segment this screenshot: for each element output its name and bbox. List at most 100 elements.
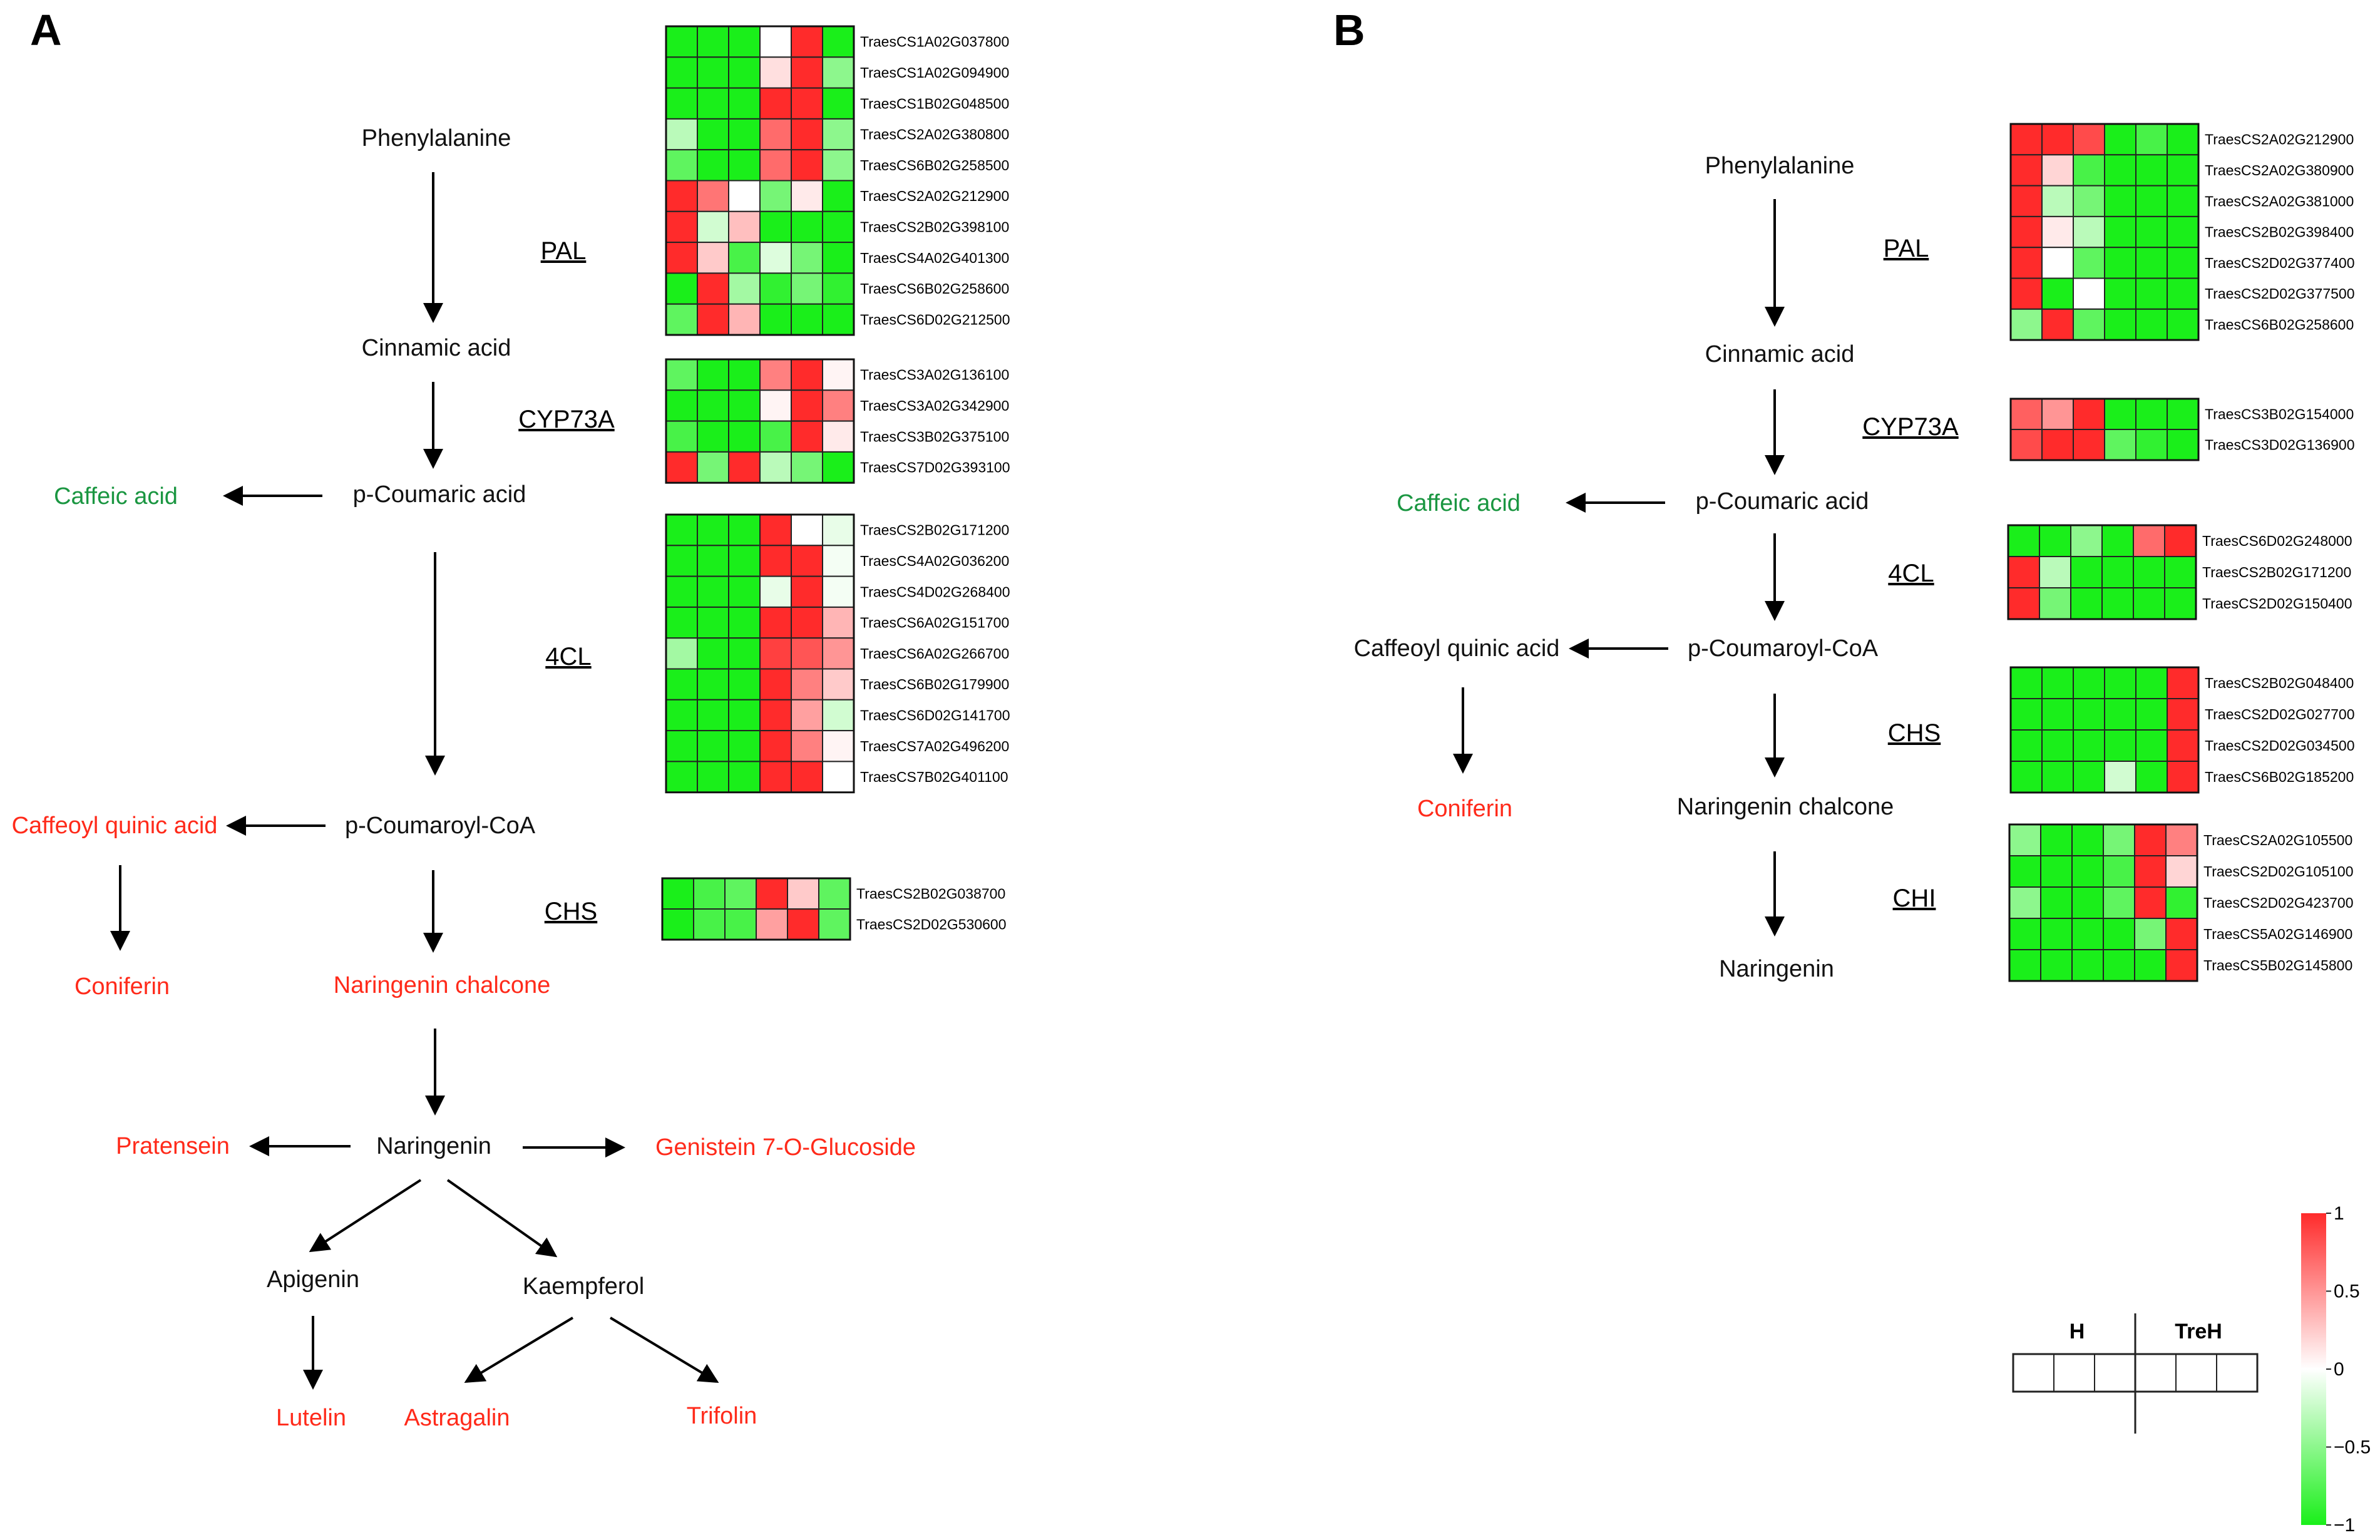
gene-id-label: TraesCS5A02G146900	[2203, 926, 2352, 942]
heatmap-cell	[2165, 918, 2198, 950]
heatmap-cell	[822, 56, 854, 89]
heatmap-cell	[822, 180, 854, 212]
heatmap-row: TraesCS2B02G038700	[662, 878, 1005, 910]
arrow	[309, 1179, 422, 1253]
gene-id-label: TraesCS6B02G258500	[860, 157, 1009, 173]
heatmap-cell	[2165, 949, 2198, 982]
heatmap-cell	[2135, 667, 2168, 699]
metabolite-naringenin: Naringenin	[1719, 956, 1834, 982]
gene-id-label: TraesCS2B02G398400	[2205, 224, 2354, 240]
heatmap-cell	[822, 730, 854, 762]
heatmap-cell	[2070, 587, 2103, 620]
gene-id-label: TraesCS2D02G105100	[2203, 863, 2354, 880]
heatmap-chs: TraesCS2B02G048400TraesCS2D02G027700Trae…	[2009, 666, 2355, 794]
gene-id-label: TraesCS2A02G380900	[2205, 162, 2354, 178]
heatmap-cell	[2104, 185, 2136, 217]
heatmap-cell	[791, 359, 823, 391]
heatmap-cell	[2167, 277, 2199, 310]
heatmap-cell	[791, 118, 823, 151]
heatmap-row: TraesCS2D02G027700	[2010, 698, 2355, 731]
heatmap-cell	[728, 303, 761, 336]
heatmap-cyp73a: TraesCS3A02G136100TraesCS3A02G342900Trae…	[665, 358, 1010, 484]
gene-id-label: TraesCS4A02G036200	[860, 553, 1009, 569]
panel-b-enzymes: PAL CYP73A 4CL CHS CHI	[1862, 235, 1959, 912]
heatmap-row: TraesCS4D02G268400	[665, 575, 1010, 608]
gene-id-label: TraesCS2B02G398100	[860, 218, 1009, 235]
gene-id-label: TraesCS6A02G151700	[860, 615, 1009, 631]
heatmap-cell	[2071, 949, 2104, 982]
heatmap-cell	[2073, 123, 2105, 156]
heatmap-row: TraesCS6B02G258600	[665, 272, 1009, 305]
heatmap-cell	[822, 26, 854, 58]
gene-id-label: TraesCS2A02G212900	[2205, 131, 2354, 148]
group-legend: H TreH	[2012, 1313, 2259, 1434]
heatmap-cell	[822, 420, 854, 453]
heatmap-cell	[2135, 398, 2168, 430]
heatmap-cell	[728, 87, 761, 120]
heatmap-row: TraesCS6B02G179900	[665, 668, 1009, 701]
heatmap-row: TraesCS2B02G171200	[2008, 556, 2351, 588]
heatmap-cell	[2103, 949, 2135, 982]
heatmap-row: TraesCS6A02G266700	[665, 637, 1009, 670]
gene-id-label: TraesCS2D02G377400	[2205, 255, 2355, 271]
gene-id-label: TraesCS6B02G185200	[2205, 769, 2354, 785]
heatmap-row: TraesCS2A02G105500	[2009, 824, 2352, 856]
heatmap-cell	[665, 149, 698, 182]
heatmap-cell	[2167, 429, 2199, 461]
heatmap-4cl: TraesCS2B02G171200TraesCS4A02G036200Trae…	[665, 513, 1010, 794]
heatmap-cell	[665, 420, 698, 453]
heatmap-cell	[2041, 308, 2074, 341]
heatmap-row: TraesCS5B02G145800	[2009, 949, 2352, 982]
heatmap-cell	[697, 56, 729, 89]
metabolite-coniferin: Coniferin	[1417, 796, 1512, 822]
heatmap-row: TraesCS3D02G136900	[2010, 429, 2355, 461]
metabolite-cinnamic-acid: Cinnamic acid	[1705, 341, 1855, 367]
gene-id-label: TraesCS3D02G136900	[2205, 437, 2355, 453]
heatmap-row: TraesCS6B02G258500	[665, 149, 1009, 182]
heatmap-cell	[665, 359, 698, 391]
metabolite-cinnamic-acid: Cinnamic acid	[362, 335, 511, 361]
heatmap-cell	[2167, 247, 2199, 279]
heatmap-cell	[728, 575, 761, 608]
heatmap-cell	[665, 545, 698, 577]
heatmap-cell	[2071, 855, 2104, 888]
heatmap-cell	[2041, 429, 2074, 461]
heatmap-cell	[665, 118, 698, 151]
heatmap-cell	[2104, 429, 2136, 461]
heatmap-chi: TraesCS2A02G105500TraesCS2D02G105100Trae…	[2008, 823, 2354, 982]
heatmap-row: TraesCS2D02G150400	[2008, 587, 2352, 620]
heatmap-cell	[2010, 398, 2043, 430]
heatmap-cell	[2041, 667, 2074, 699]
heatmap-cell	[2008, 556, 2040, 588]
heatmap-cell	[2039, 525, 2071, 557]
heatmap-cell	[697, 730, 729, 762]
heatmap-row: TraesCS2A02G212900	[2010, 123, 2354, 156]
heatmap-cell	[728, 420, 761, 453]
heatmap-cell	[697, 545, 729, 577]
heatmap-row: TraesCS4A02G036200	[665, 545, 1009, 577]
heatmap-row: TraesCS6A02G151700	[665, 606, 1009, 639]
heatmap-cell	[2071, 886, 2104, 919]
gene-id-label: TraesCS1A02G094900	[860, 64, 1009, 81]
heatmap-cell	[791, 389, 823, 422]
heatmap-cell	[2104, 729, 2136, 762]
gene-id-label: TraesCS6D02G248000	[2202, 533, 2352, 549]
heatmap-cell	[2073, 215, 2105, 249]
heatmap-cell	[697, 210, 729, 244]
gene-id-label: TraesCS2B02G048400	[2205, 675, 2354, 691]
heatmap-cell	[665, 730, 698, 762]
heatmap-cell	[2104, 667, 2136, 699]
metabolite-trifolin: Trifolin	[687, 1403, 757, 1429]
heatmap-cell	[791, 26, 823, 58]
heatmap-cell	[759, 56, 792, 89]
heatmap-cell	[2135, 185, 2168, 217]
heatmap-cell	[822, 637, 854, 670]
heatmap-cell	[791, 637, 823, 670]
metabolite-naringenin-chalcone: Naringenin chalcone	[334, 972, 550, 998]
heatmap-cell	[787, 908, 819, 940]
heatmap-cell	[665, 668, 698, 701]
heatmap-cell	[2167, 698, 2199, 731]
gene-id-label: TraesCS4A02G401300	[860, 250, 1009, 266]
